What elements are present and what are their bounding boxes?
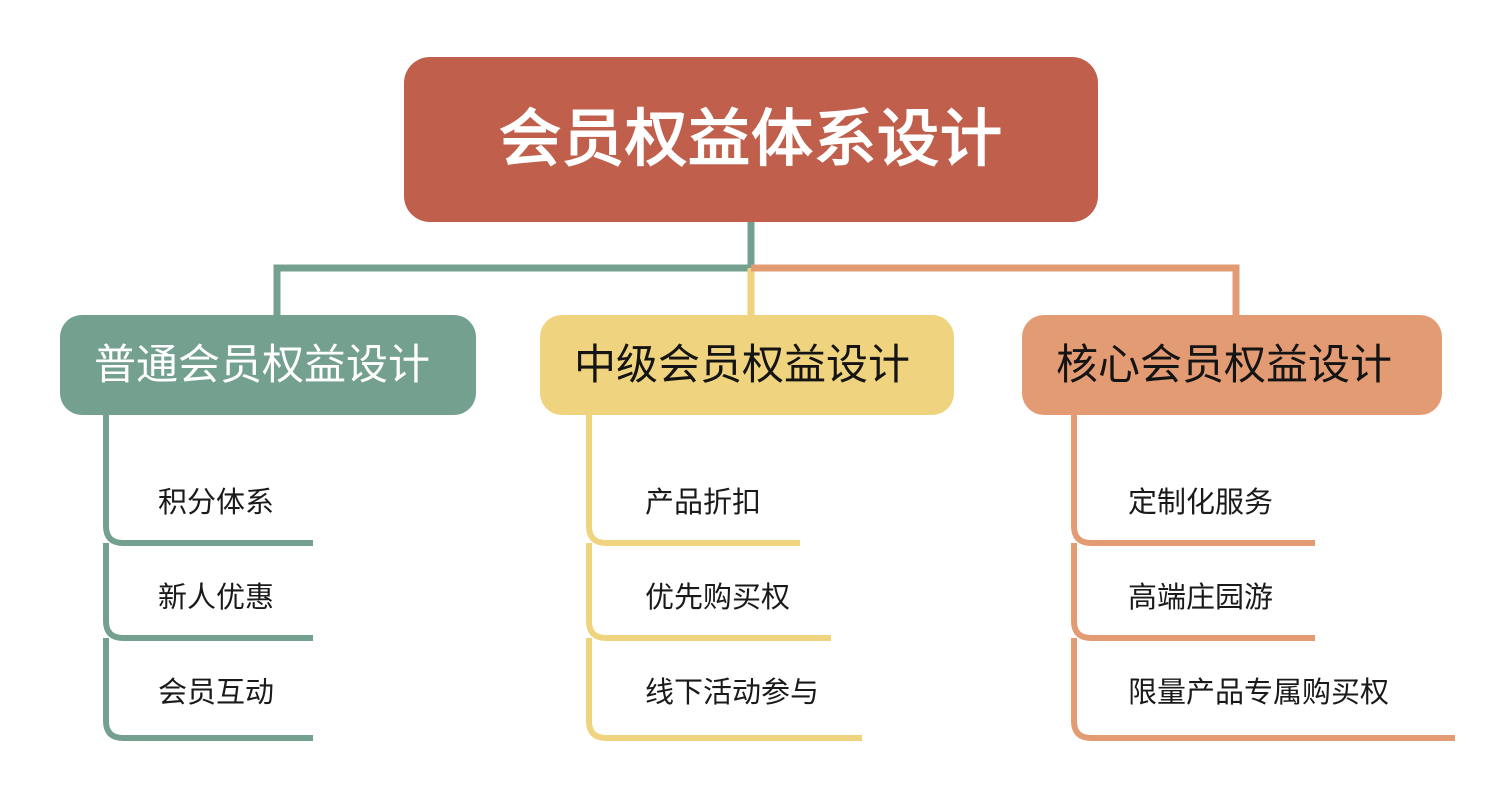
- root-node-label: 会员权益体系设计: [498, 104, 1003, 174]
- leaf-item[interactable]: 产品折扣: [645, 487, 762, 519]
- leaf-item[interactable]: 线下活动参与: [645, 677, 820, 709]
- branch-node-label: 核心会员权益设计: [1056, 341, 1393, 388]
- root-node[interactable]: 会员权益体系设计: [404, 57, 1098, 222]
- leaf-item[interactable]: 优先购买权: [645, 582, 791, 614]
- leaf-item[interactable]: 定制化服务: [1128, 487, 1274, 519]
- leaf-item[interactable]: 新人优惠: [158, 582, 275, 614]
- connector-root-to-branch-1: [273, 222, 755, 315]
- leaf-item[interactable]: 积分体系: [158, 487, 275, 519]
- leaf-item[interactable]: 会员互动: [158, 677, 275, 709]
- leaf-item[interactable]: 限量产品专属购买权: [1128, 677, 1390, 709]
- connector-root-to-branch-3: [751, 264, 1240, 315]
- branch-node-intermediate-member[interactable]: 中级会员权益设计: [540, 315, 954, 415]
- branch-node-ordinary-member[interactable]: 普通会员权益设计: [60, 315, 476, 415]
- leaf-item[interactable]: 高端庄园游: [1128, 582, 1274, 614]
- branch-node-label: 普通会员权益设计: [94, 341, 431, 388]
- branch-node-label: 中级会员权益设计: [574, 341, 911, 388]
- branch-node-core-member[interactable]: 核心会员权益设计: [1022, 315, 1442, 415]
